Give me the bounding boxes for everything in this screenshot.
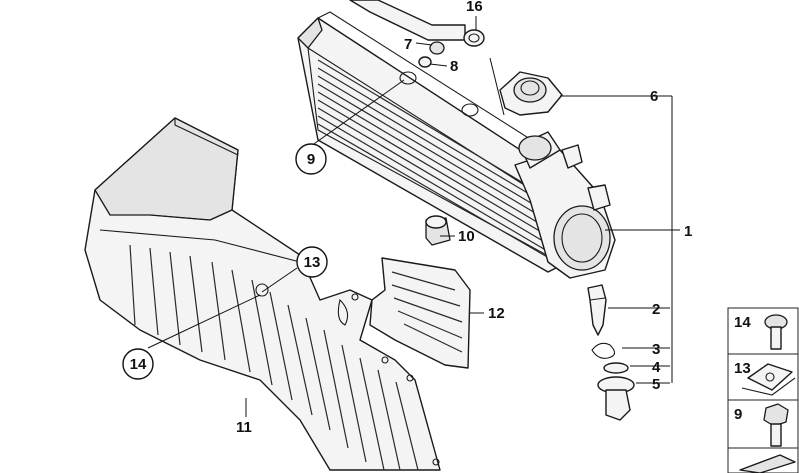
legend-label-14: 14 bbox=[734, 314, 751, 331]
radiator-shroud[interactable] bbox=[84, 117, 441, 471]
radiator-fins bbox=[317, 59, 550, 259]
callout-9: 9 bbox=[307, 151, 315, 168]
fastener-legend: 14 13 9 bbox=[727, 307, 799, 473]
callout-13: 13 bbox=[304, 254, 321, 271]
legend-item-9[interactable] bbox=[727, 399, 799, 449]
clip-nut-icon bbox=[741, 363, 796, 396]
spring-clip-icon bbox=[739, 454, 796, 473]
spring-clip[interactable] bbox=[591, 342, 616, 359]
plug[interactable] bbox=[597, 376, 635, 421]
radiator-cap[interactable] bbox=[499, 71, 563, 116]
rubber-grommet-7[interactable] bbox=[429, 41, 445, 55]
air-guide[interactable] bbox=[369, 257, 471, 369]
callout-12: 12 bbox=[488, 305, 505, 322]
hex-bolt-icon bbox=[763, 403, 789, 447]
callout-1: 1 bbox=[684, 223, 692, 240]
callout-8: 8 bbox=[450, 58, 458, 75]
callout-2: 2 bbox=[652, 301, 660, 318]
legend-label-9: 9 bbox=[734, 406, 742, 423]
radiator[interactable] bbox=[297, 0, 616, 279]
rubber-mount-10[interactable] bbox=[425, 215, 451, 246]
sealing-ring[interactable] bbox=[603, 362, 629, 374]
callout-4: 4 bbox=[652, 359, 661, 376]
callout-6: 6 bbox=[650, 88, 658, 105]
callout-14: 14 bbox=[130, 356, 147, 373]
callout-labels: 1 2 3 4 5 6 7 8 10 12 11 16 9 13 14 bbox=[122, 0, 692, 436]
callout-11: 11 bbox=[236, 419, 252, 436]
leader-lines bbox=[147, 16, 680, 417]
temperature-sensor[interactable] bbox=[587, 284, 607, 336]
callout-10: 10 bbox=[458, 228, 475, 245]
callout-3: 3 bbox=[652, 341, 660, 358]
legend-label-13: 13 bbox=[734, 360, 751, 377]
hose-clamp[interactable] bbox=[463, 29, 485, 47]
bolt-icon bbox=[764, 314, 788, 350]
callout-16: 16 bbox=[466, 0, 483, 15]
callout-7: 7 bbox=[404, 36, 412, 53]
callout-5: 5 bbox=[652, 376, 660, 393]
bushing-8[interactable] bbox=[418, 56, 432, 68]
